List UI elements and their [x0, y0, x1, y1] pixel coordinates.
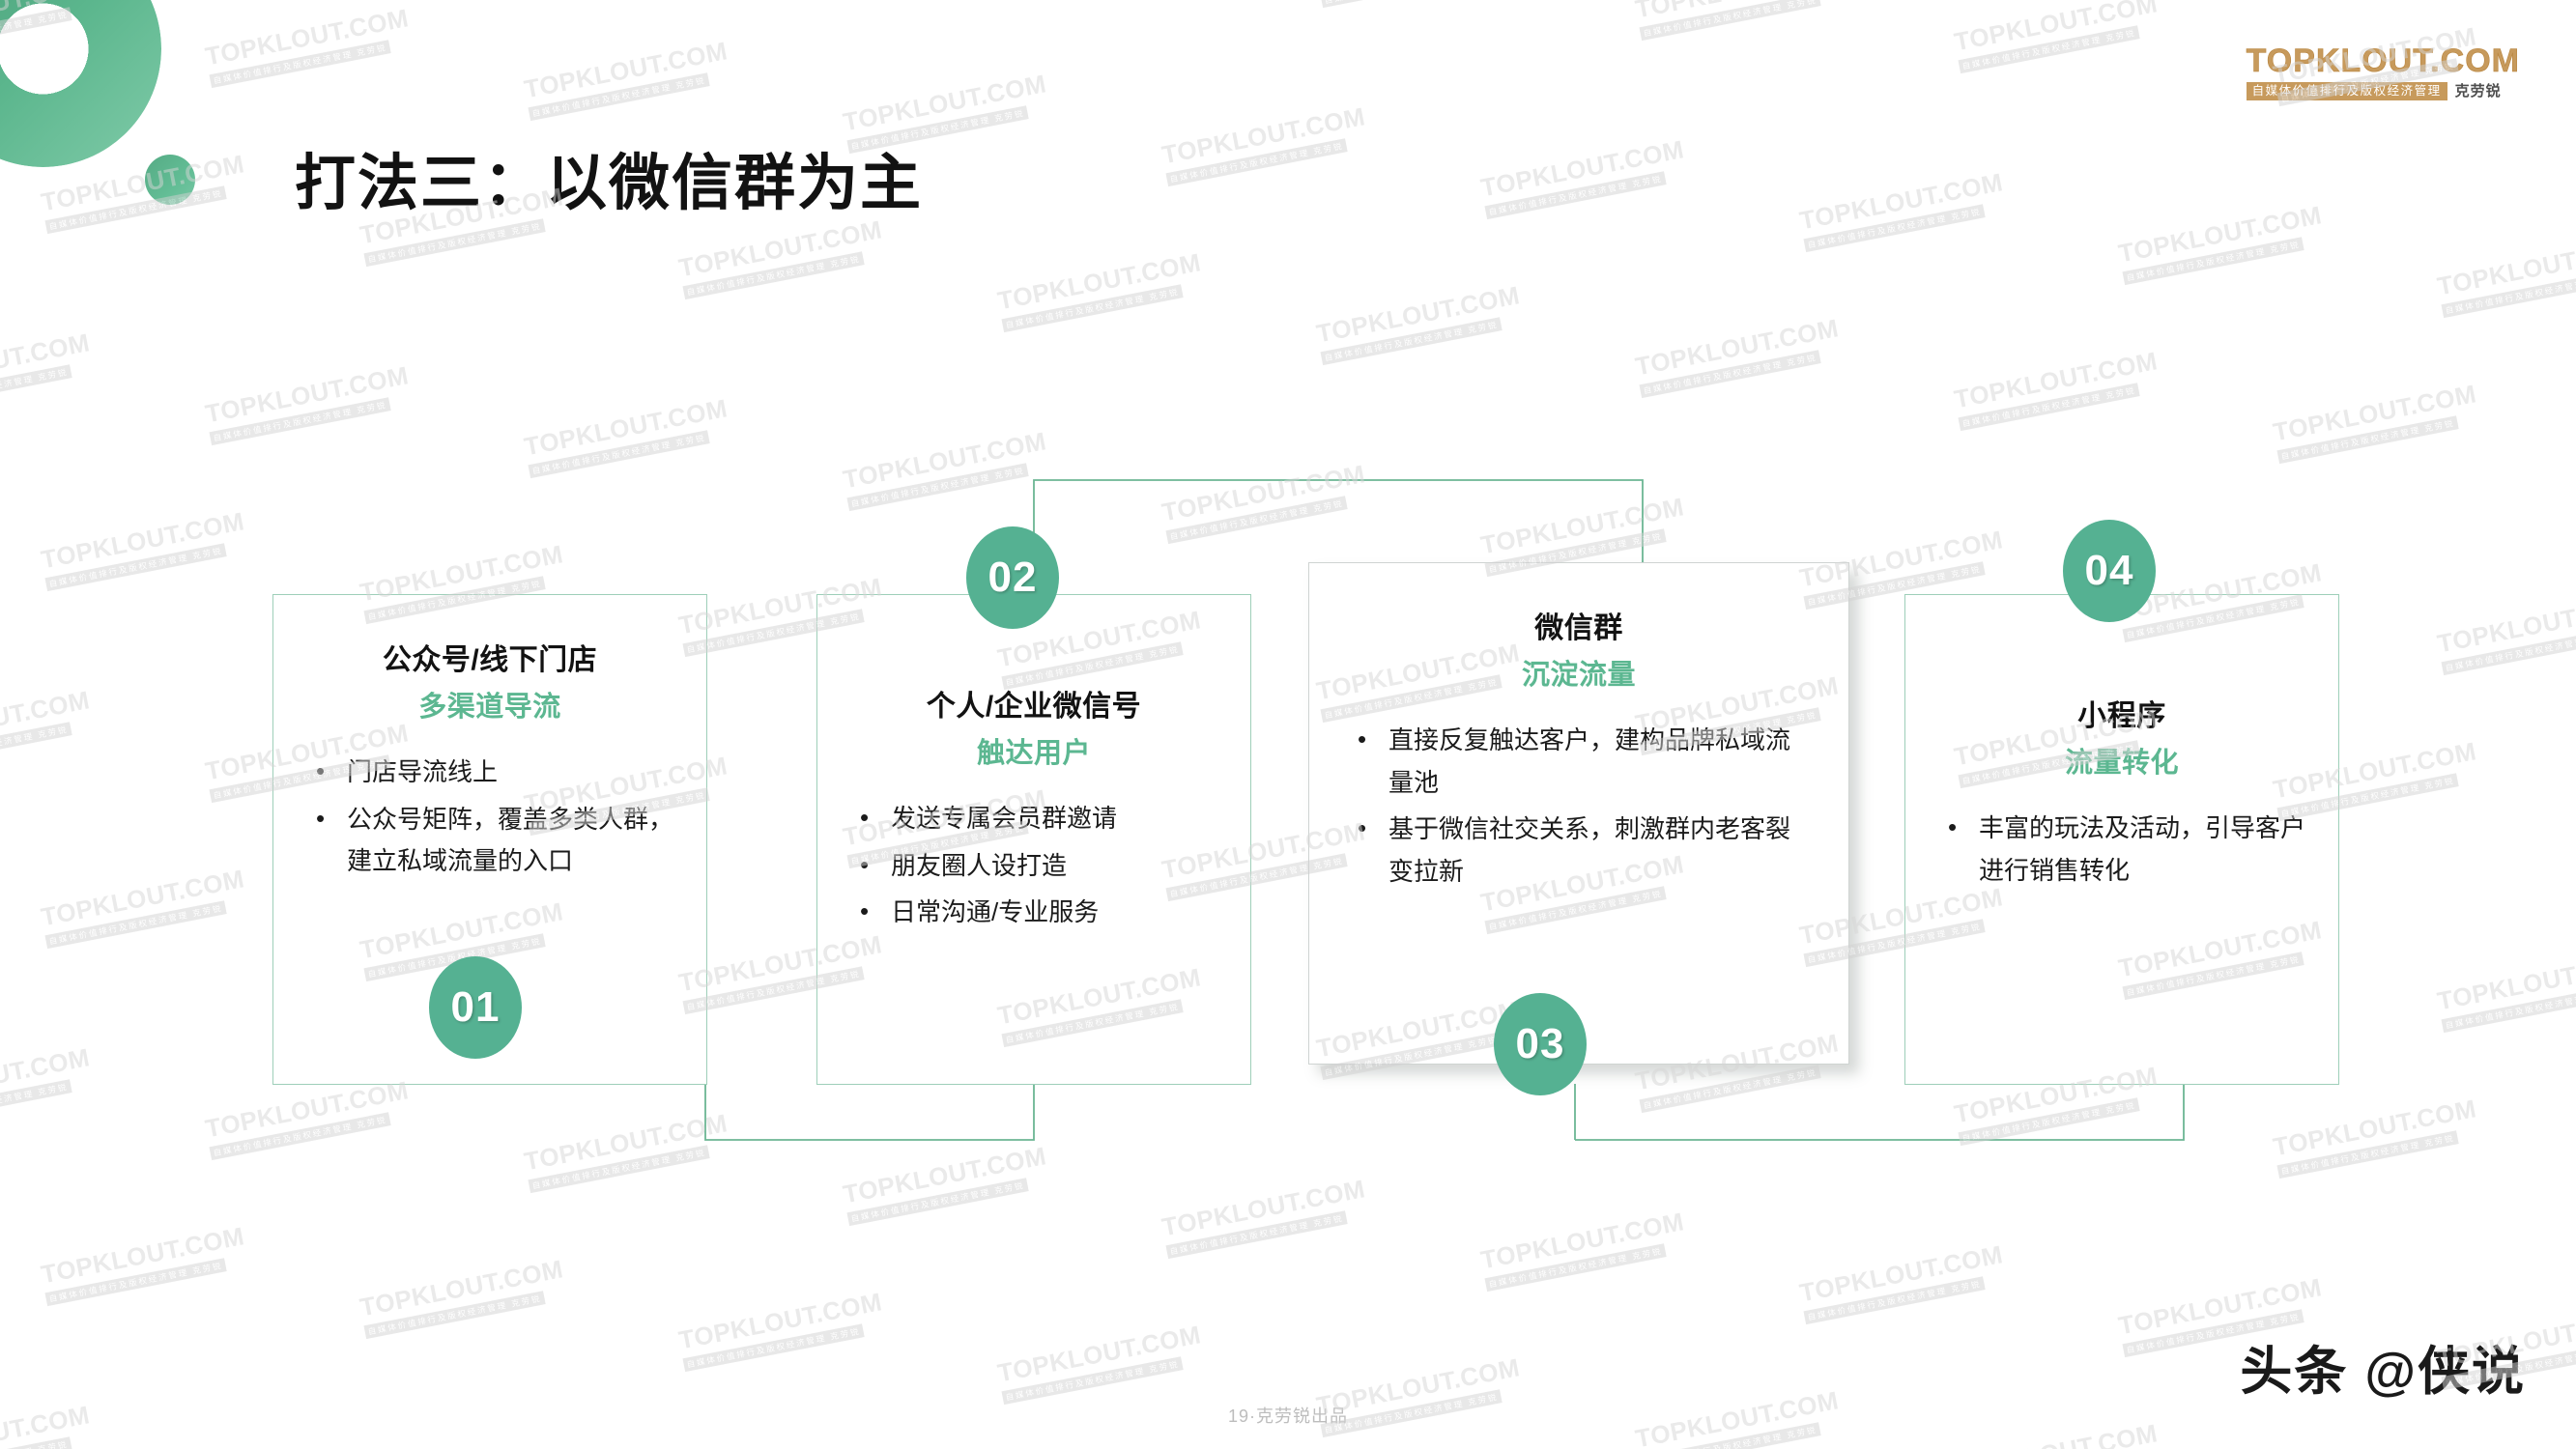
brand-name: 克劳锐 [2454, 82, 2502, 99]
flow-step-4-bullets: 丰富的玩法及活动，引导客户进行销售转化 [1905, 807, 2338, 896]
flow-step-card-3[interactable]: 微信群 沉淀流量 直接反复触达客户，建构品牌私域流量池 基于微信社交关系，刺激群… [1308, 562, 1849, 1065]
flow-step-card-4[interactable]: 小程序 流量转化 丰富的玩法及活动，引导客户进行销售转化 [1904, 594, 2339, 1085]
flow-step-4-title: 小程序 [2077, 700, 2166, 732]
flow-step-3-bullets: 直接反复触达客户，建构品牌私域流量池 基于微信社交关系，刺激群内老客裂变拉新 [1309, 719, 1848, 898]
page-title: 打法三：以微信群为主 [295, 150, 923, 217]
flow-step-2-title: 个人/企业微信号 [926, 691, 1142, 723]
flow-step-2-bullets: 发送专属会员群邀请 朋友圈人设打造 日常沟通/专业服务 [817, 797, 1250, 939]
flow-step-3-subtitle: 沉淀流量 [1521, 660, 1636, 691]
list-item: 日常沟通/专业服务 [852, 891, 1221, 934]
flow-step-badge-04[interactable]: 04 [2063, 520, 2156, 622]
footer-note: 19·克劳锐出品 [1227, 1406, 1348, 1426]
list-item: 丰富的玩法及活动，引导客户进行销售转化 [1940, 807, 2309, 892]
flow-step-4-subtitle: 流量转化 [2064, 748, 2179, 779]
list-item: 基于微信社交关系，刺激群内老客裂变拉新 [1350, 808, 1812, 893]
list-item: 发送专属会员群邀请 [852, 797, 1221, 840]
flow-step-badge-02[interactable]: 02 [966, 526, 1059, 629]
corner-credit: 头条 @侠说 [2240, 1343, 2526, 1401]
flow-step-card-2[interactable]: 个人/企业微信号 触达用户 发送专属会员群邀请 朋友圈人设打造 日常沟通/专业服… [816, 594, 1251, 1085]
list-item: 公众号矩阵，覆盖多类人群，建立私域流量的入口 [308, 798, 677, 883]
flow-step-badge-03[interactable]: 03 [1494, 993, 1587, 1095]
list-item: 直接反复触达客户，建构品牌私域流量池 [1350, 719, 1812, 804]
list-item: 门店导流线上 [308, 751, 677, 794]
flow-step-3-title: 微信群 [1534, 612, 1623, 644]
flow-step-1-bullets: 门店导流线上 公众号矩阵，覆盖多类人群，建立私域流量的入口 [273, 751, 706, 888]
flow-step-1-title: 公众号/线下门店 [382, 644, 598, 676]
flow-step-1-subtitle: 多渠道导流 [418, 692, 561, 723]
list-item: 朋友圈人设打造 [852, 844, 1221, 888]
flow-step-2-subtitle: 触达用户 [976, 738, 1091, 769]
flow-step-badge-01[interactable]: 01 [429, 956, 522, 1059]
